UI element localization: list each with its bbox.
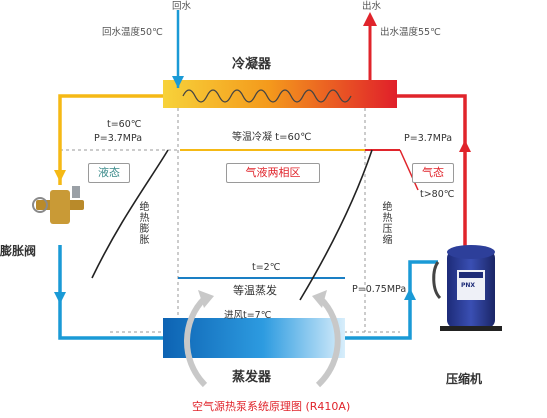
compressor-badge: PNX [461,282,476,289]
evaporator-title: 蒸发器 [232,370,272,385]
airflow-right [315,295,341,388]
water-outlet-arrow [363,12,377,26]
outlet-label: 出水 [362,1,382,12]
compression-curve [299,149,373,301]
water-inlet-arrow [172,76,184,88]
condenser-coil [182,89,352,103]
p-cond-right: P=3.7MPa [404,133,453,144]
adiabatic-compression-label: 绝热压缩 [382,202,393,246]
adiabatic-expansion-label: 绝热膨胀 [139,202,150,246]
compressor-label: 压缩机 [446,372,483,386]
airflow-left [184,295,208,388]
liquid-state-box: 液态 [88,163,130,183]
expansion-curve [91,149,169,279]
airflow-right-head [312,290,327,308]
evaporator-body [163,318,345,358]
outlet-temp-label: 出水温度55℃ [380,27,441,38]
iso-condense-label: 等温冷凝 t=60℃ [232,132,312,143]
pipe-suction [345,260,438,340]
caption: 空气源热泵系统原理图 (R410A) [192,400,351,413]
arrow-liquid-down [54,170,66,182]
pipe-liquid-line [58,94,165,185]
gas-pointer [399,149,419,191]
p-evap-label: P=0.75MPa [352,284,407,295]
iso-evap-label: 等温蒸发 [233,284,277,297]
pipe-expanded-line [58,245,165,340]
pipe-hot-gas [395,94,467,250]
arrow-suction-up [404,288,416,300]
gas-state-box: 气态 [412,163,454,183]
two-phase-box: 气液两相区 [226,163,320,183]
airflow-left-head [198,290,214,308]
inlet-temp-label: 回水温度50℃ [102,27,163,38]
p-cond-left: P=3.7MPa [94,133,143,144]
arrow-cold-down [54,292,66,304]
expansion-valve-label: 膨胀阀 [0,244,37,258]
compressor-icon [432,245,502,331]
inlet-label: 回水 [172,1,192,12]
arrow-hot-up [459,140,471,152]
condenser-title: 冷凝器 [232,57,272,72]
t-evap-label: t=2℃ [252,262,281,273]
air-in-label: 进风t=7℃ [224,310,272,321]
expansion-valve-icon [32,186,84,224]
t-cond-left: t=60℃ [107,119,142,130]
t-gas-label: t>80℃ [420,189,455,200]
